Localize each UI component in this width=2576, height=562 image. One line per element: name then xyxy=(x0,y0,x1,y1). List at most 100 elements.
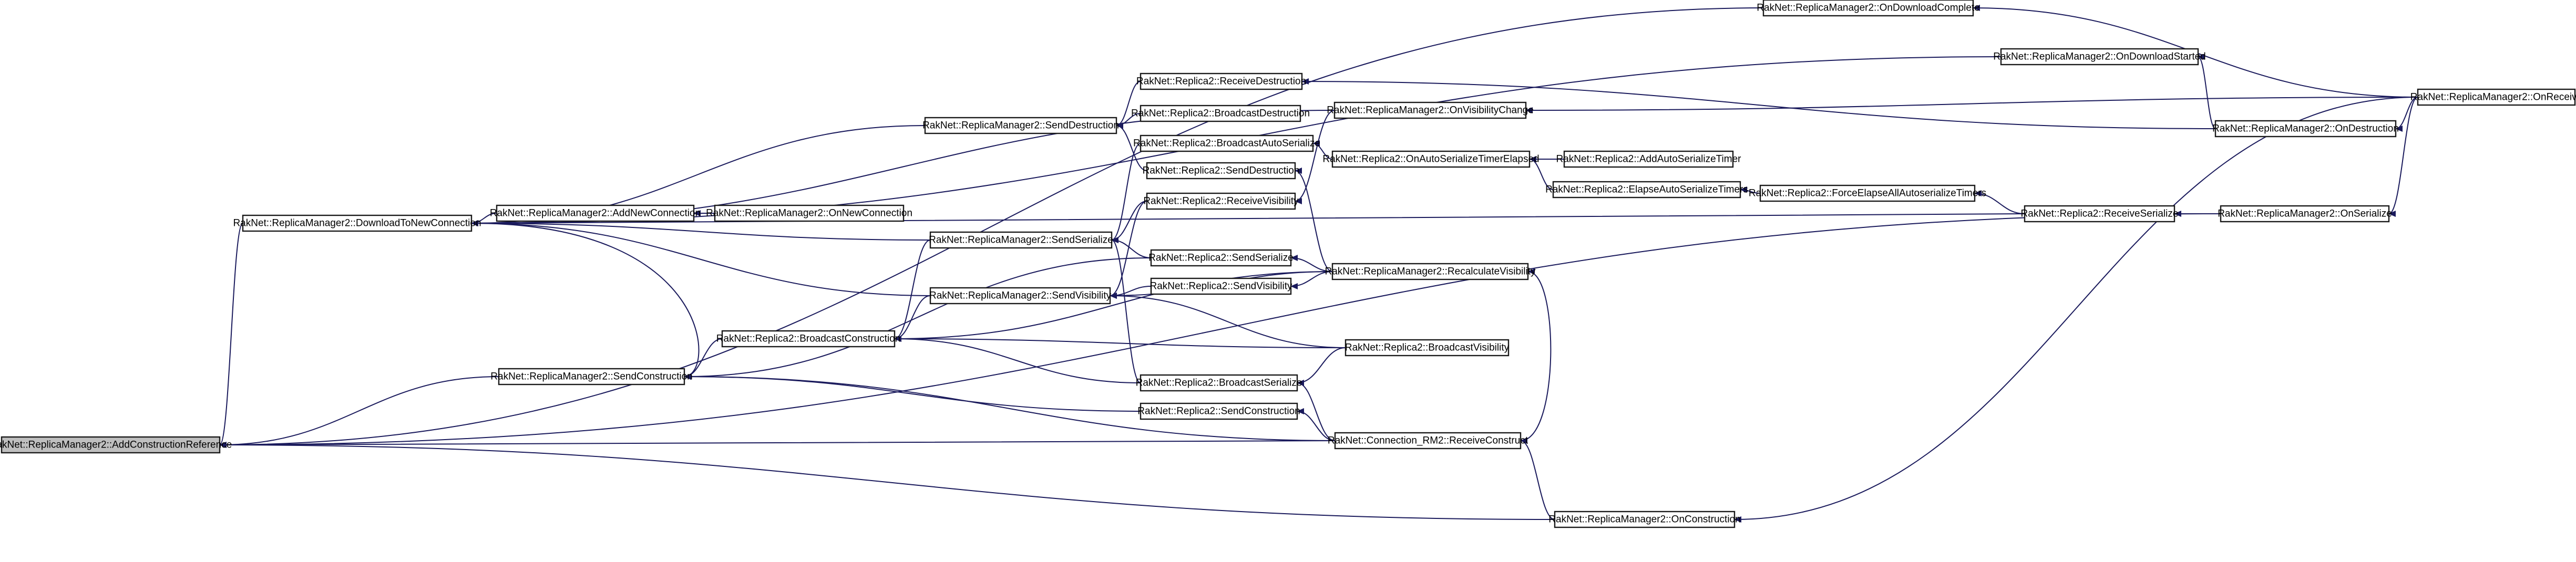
node-label: RakNet::Replica2::ReceiveVisibility xyxy=(1143,196,1299,207)
graph-edge xyxy=(1110,201,1147,299)
graph-node[interactable]: RakNet::ReplicaManager2::OnVisibilityCha… xyxy=(1327,101,1534,119)
graph-node[interactable]: RakNet::Replica2::BroadcastSerialize xyxy=(1136,374,1302,392)
edge-path xyxy=(1297,408,1336,441)
edge-path xyxy=(1297,347,1346,386)
node-box xyxy=(924,117,1117,134)
graph-node[interactable]: RakNet::Replica2::SendVisibility xyxy=(1150,277,1292,295)
graph-node[interactable]: RakNet::ReplicaManager2::SendVisibility xyxy=(929,287,1112,305)
edge-path xyxy=(219,376,499,448)
edge-path xyxy=(1110,201,1147,299)
node-box xyxy=(242,214,473,232)
edge-path xyxy=(2395,97,2418,132)
node-label: RakNet::Replica2::ForceElapseAllAutoseri… xyxy=(1749,188,1986,199)
node-label: RakNet::Replica2::BroadcastSerialize xyxy=(1136,378,1302,389)
node-label: RakNet::Replica2::SendConstruction xyxy=(1137,406,1300,417)
graph-node[interactable]: RakNet::ReplicaManager2::AddConstruction… xyxy=(0,436,232,454)
edge-path xyxy=(2198,54,2216,129)
graph-edge xyxy=(684,257,1152,380)
graph-edge xyxy=(1301,78,2216,129)
node-box xyxy=(2000,48,2199,66)
node-box xyxy=(2220,205,2390,223)
graph-edge xyxy=(2388,97,2418,217)
node-label: RakNet::Replica2::ReceiveSerialize xyxy=(2021,209,2179,220)
graph-node[interactable]: RakNet::Replica2::ReceiveSerialize xyxy=(2021,205,2179,223)
graph-node[interactable]: RakNet::Replica2::BroadcastConstruction xyxy=(716,330,901,348)
edge-path xyxy=(1312,140,1333,160)
graph-node[interactable]: RakNet::ReplicaManager2::SendConstructio… xyxy=(490,368,693,386)
node-label: RakNet::Replica2::SendDestruction xyxy=(1143,165,1300,176)
graph-edge xyxy=(1734,97,2418,523)
node-label: RakNet::ReplicaManager2::OnDownloadStart… xyxy=(1993,51,2206,63)
node-label: RakNet::Replica2::BroadcastDestruction xyxy=(1131,108,1310,119)
graph-edge xyxy=(219,442,1555,520)
edge-path xyxy=(1520,438,1555,520)
node-box xyxy=(1140,402,1298,420)
edge-path xyxy=(1520,268,1552,441)
edge-path xyxy=(1111,237,1141,383)
graph-node[interactable]: RakNet::ReplicaManager2::OnConstruction xyxy=(1548,511,1741,528)
edge-path xyxy=(1740,186,1761,194)
graph-edges xyxy=(219,5,2418,523)
edge-path xyxy=(1297,380,1336,441)
graph-node[interactable]: RakNet::Connection_RM2::ReceiveConstruct xyxy=(1328,432,1528,450)
node-label: RakNet::ReplicaManager2::OnConstruction xyxy=(1548,514,1740,525)
node-box xyxy=(1563,150,1734,168)
graph-node[interactable]: RakNet::Replica2::SendSerialize xyxy=(1148,249,1294,267)
node-box xyxy=(1150,277,1292,295)
graph-edge xyxy=(1295,168,1333,272)
graph-node[interactable]: RakNet::ReplicaManager2::OnSerialize xyxy=(2218,205,2392,223)
graph-edge xyxy=(894,271,1333,342)
edge-path xyxy=(2388,97,2418,217)
edge-path xyxy=(1290,271,1333,289)
graph-node[interactable]: RakNet::Replica2::ReceiveDestruction xyxy=(1136,72,1306,90)
graph-node[interactable]: RakNet::Replica2::SendDestruction xyxy=(1143,162,1300,180)
graph-node[interactable]: RakNet::Replica2::BroadcastDestruction xyxy=(1131,105,1310,122)
graph-node[interactable]: RakNet::ReplicaManager2::OnDestruction xyxy=(2212,120,2399,138)
node-box xyxy=(714,204,905,222)
graph-node[interactable]: RakNet::ReplicaManager2::OnDownloadStart… xyxy=(1993,48,2206,66)
graph-node[interactable]: RakNet::ReplicaManager2::DownloadToNewCo… xyxy=(233,214,481,232)
node-label: RakNet::Replica2::BroadcastVisibility xyxy=(1345,342,1510,353)
graph-node[interactable]: RakNet::Replica2::OnAutoSerializeTimerEl… xyxy=(1322,150,1540,168)
graph-edge xyxy=(1111,237,1152,258)
graph-edge xyxy=(219,7,1764,448)
graph-node[interactable]: RakNet::ReplicaManager2::SendSerialize xyxy=(929,231,1113,249)
node-label: RakNet::Replica2::ElapseAutoSerializeTim… xyxy=(1545,184,1748,195)
graph-node[interactable]: RakNet::ReplicaManager2::SendDestruction xyxy=(922,117,1119,134)
node-box xyxy=(1333,101,1527,119)
graph-edge xyxy=(1525,97,2418,113)
graph-node[interactable]: RakNet::ReplicaManager2::OnDownloadCompl… xyxy=(1757,0,1980,17)
graph-edge xyxy=(1111,143,1141,243)
graph-edge xyxy=(894,295,931,342)
node-box xyxy=(1759,184,1976,202)
edge-path xyxy=(1734,97,2418,523)
node-label: RakNet::Replica2::OnAutoSerializeTimerEl… xyxy=(1322,154,1539,165)
graph-node[interactable]: RakNet::ReplicaManager2::RecalculateVisi… xyxy=(1325,263,1536,280)
graph-node[interactable]: RakNet::Replica2::SendConstruction xyxy=(1137,402,1300,420)
node-box xyxy=(929,231,1113,249)
graph-node[interactable]: RakNet::Replica2::ReceiveVisibility xyxy=(1143,192,1299,210)
node-box xyxy=(2214,120,2397,138)
graph-node[interactable]: RakNet::Replica2::AddAutoSerializeTimer xyxy=(1556,150,1741,168)
edge-path xyxy=(1116,122,1147,171)
graph-edge xyxy=(1974,190,2025,214)
graph-edge xyxy=(1290,271,1333,289)
node-label: RakNet::Replica2::ReceiveDestruction xyxy=(1136,76,1306,87)
graph-node[interactable]: RakNet::ReplicaManager2::OnNewConnection xyxy=(706,204,912,222)
node-label: RakNet::Replica2::AddAutoSerializeTimer xyxy=(1556,154,1741,165)
node-label: RakNet::Replica2::BroadcastAutoSerialize xyxy=(1133,138,1320,149)
edge-path xyxy=(219,440,1336,448)
node-box xyxy=(1140,134,1314,152)
graph-node[interactable]: RakNet::Replica2::ElapseAutoSerializeTim… xyxy=(1545,181,1748,199)
node-box xyxy=(1140,105,1301,122)
graph-node[interactable]: RakNet::ReplicaManager2::OnReceive xyxy=(2410,88,2576,106)
graph-node[interactable]: RakNet::Replica2::BroadcastAutoSerialize xyxy=(1133,134,1320,152)
node-box xyxy=(2417,88,2576,106)
graph-node[interactable]: RakNet::Replica2::BroadcastVisibility xyxy=(1345,339,1510,357)
graph-nodes: RakNet::ReplicaManager2::AddConstruction… xyxy=(0,0,2576,528)
node-box xyxy=(1345,339,1510,357)
graph-node[interactable]: RakNet::ReplicaManager2::AddNewConnectio… xyxy=(490,204,701,222)
node-box xyxy=(1146,192,1296,210)
graph-node[interactable]: RakNet::Replica2::ForceElapseAllAutoseri… xyxy=(1749,184,1986,202)
node-box xyxy=(929,287,1111,305)
